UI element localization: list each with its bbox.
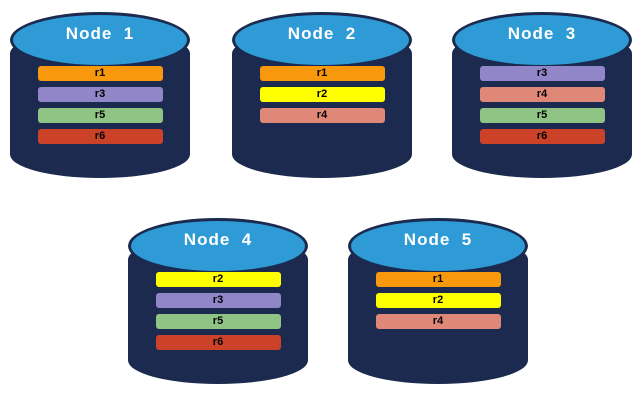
replica-bar[interactable]: r4 (259, 108, 385, 123)
cylinder-top-ellipse (10, 12, 190, 68)
replica-bar[interactable]: r5 (479, 108, 605, 123)
node-4[interactable]: Node 4 r2 r3 r5 r6 (128, 214, 308, 392)
node-3[interactable]: Node 3 r3 r4 r5 r6 (452, 8, 632, 186)
replica-bar[interactable]: r6 (155, 335, 281, 350)
replica-bar[interactable]: r4 (479, 87, 605, 102)
replica-bar[interactable]: r3 (155, 293, 281, 308)
node-label: Node 3 (507, 24, 577, 43)
replica-bar[interactable]: r2 (375, 293, 501, 308)
node-label: Node 5 (403, 230, 473, 249)
node-label: Node 1 (65, 24, 135, 43)
replica-list: r2 r3 r5 r6 (128, 272, 308, 356)
replica-bar[interactable]: r2 (259, 87, 385, 102)
replica-bar[interactable]: r5 (155, 314, 281, 329)
replica-list: r1 r2 r4 (232, 66, 412, 129)
replica-bar[interactable]: r6 (479, 129, 605, 144)
replica-bar[interactable]: r3 (479, 66, 605, 81)
cylinder-top-ellipse (128, 218, 308, 274)
replica-bar[interactable]: r2 (155, 272, 281, 287)
node-1[interactable]: Node 1 r1 r3 r5 r6 (10, 8, 190, 186)
replica-bar[interactable]: r1 (37, 66, 163, 81)
node-label: Node 2 (287, 24, 357, 43)
node-2[interactable]: Node 2 r1 r2 r4 (232, 8, 412, 186)
replica-bar[interactable]: r1 (259, 66, 385, 81)
replica-bar[interactable]: r5 (37, 108, 163, 123)
node-5[interactable]: Node 5 r1 r2 r4 (348, 214, 528, 392)
replica-list: r1 r3 r5 r6 (10, 66, 190, 150)
replica-list: r1 r2 r4 (348, 272, 528, 335)
cylinder-top-ellipse (232, 12, 412, 68)
replica-bar[interactable]: r4 (375, 314, 501, 329)
node-label: Node 4 (183, 230, 253, 249)
replica-bar[interactable]: r3 (37, 87, 163, 102)
replica-list: r3 r4 r5 r6 (452, 66, 632, 150)
replica-bar[interactable]: r1 (375, 272, 501, 287)
replica-bar[interactable]: r6 (37, 129, 163, 144)
